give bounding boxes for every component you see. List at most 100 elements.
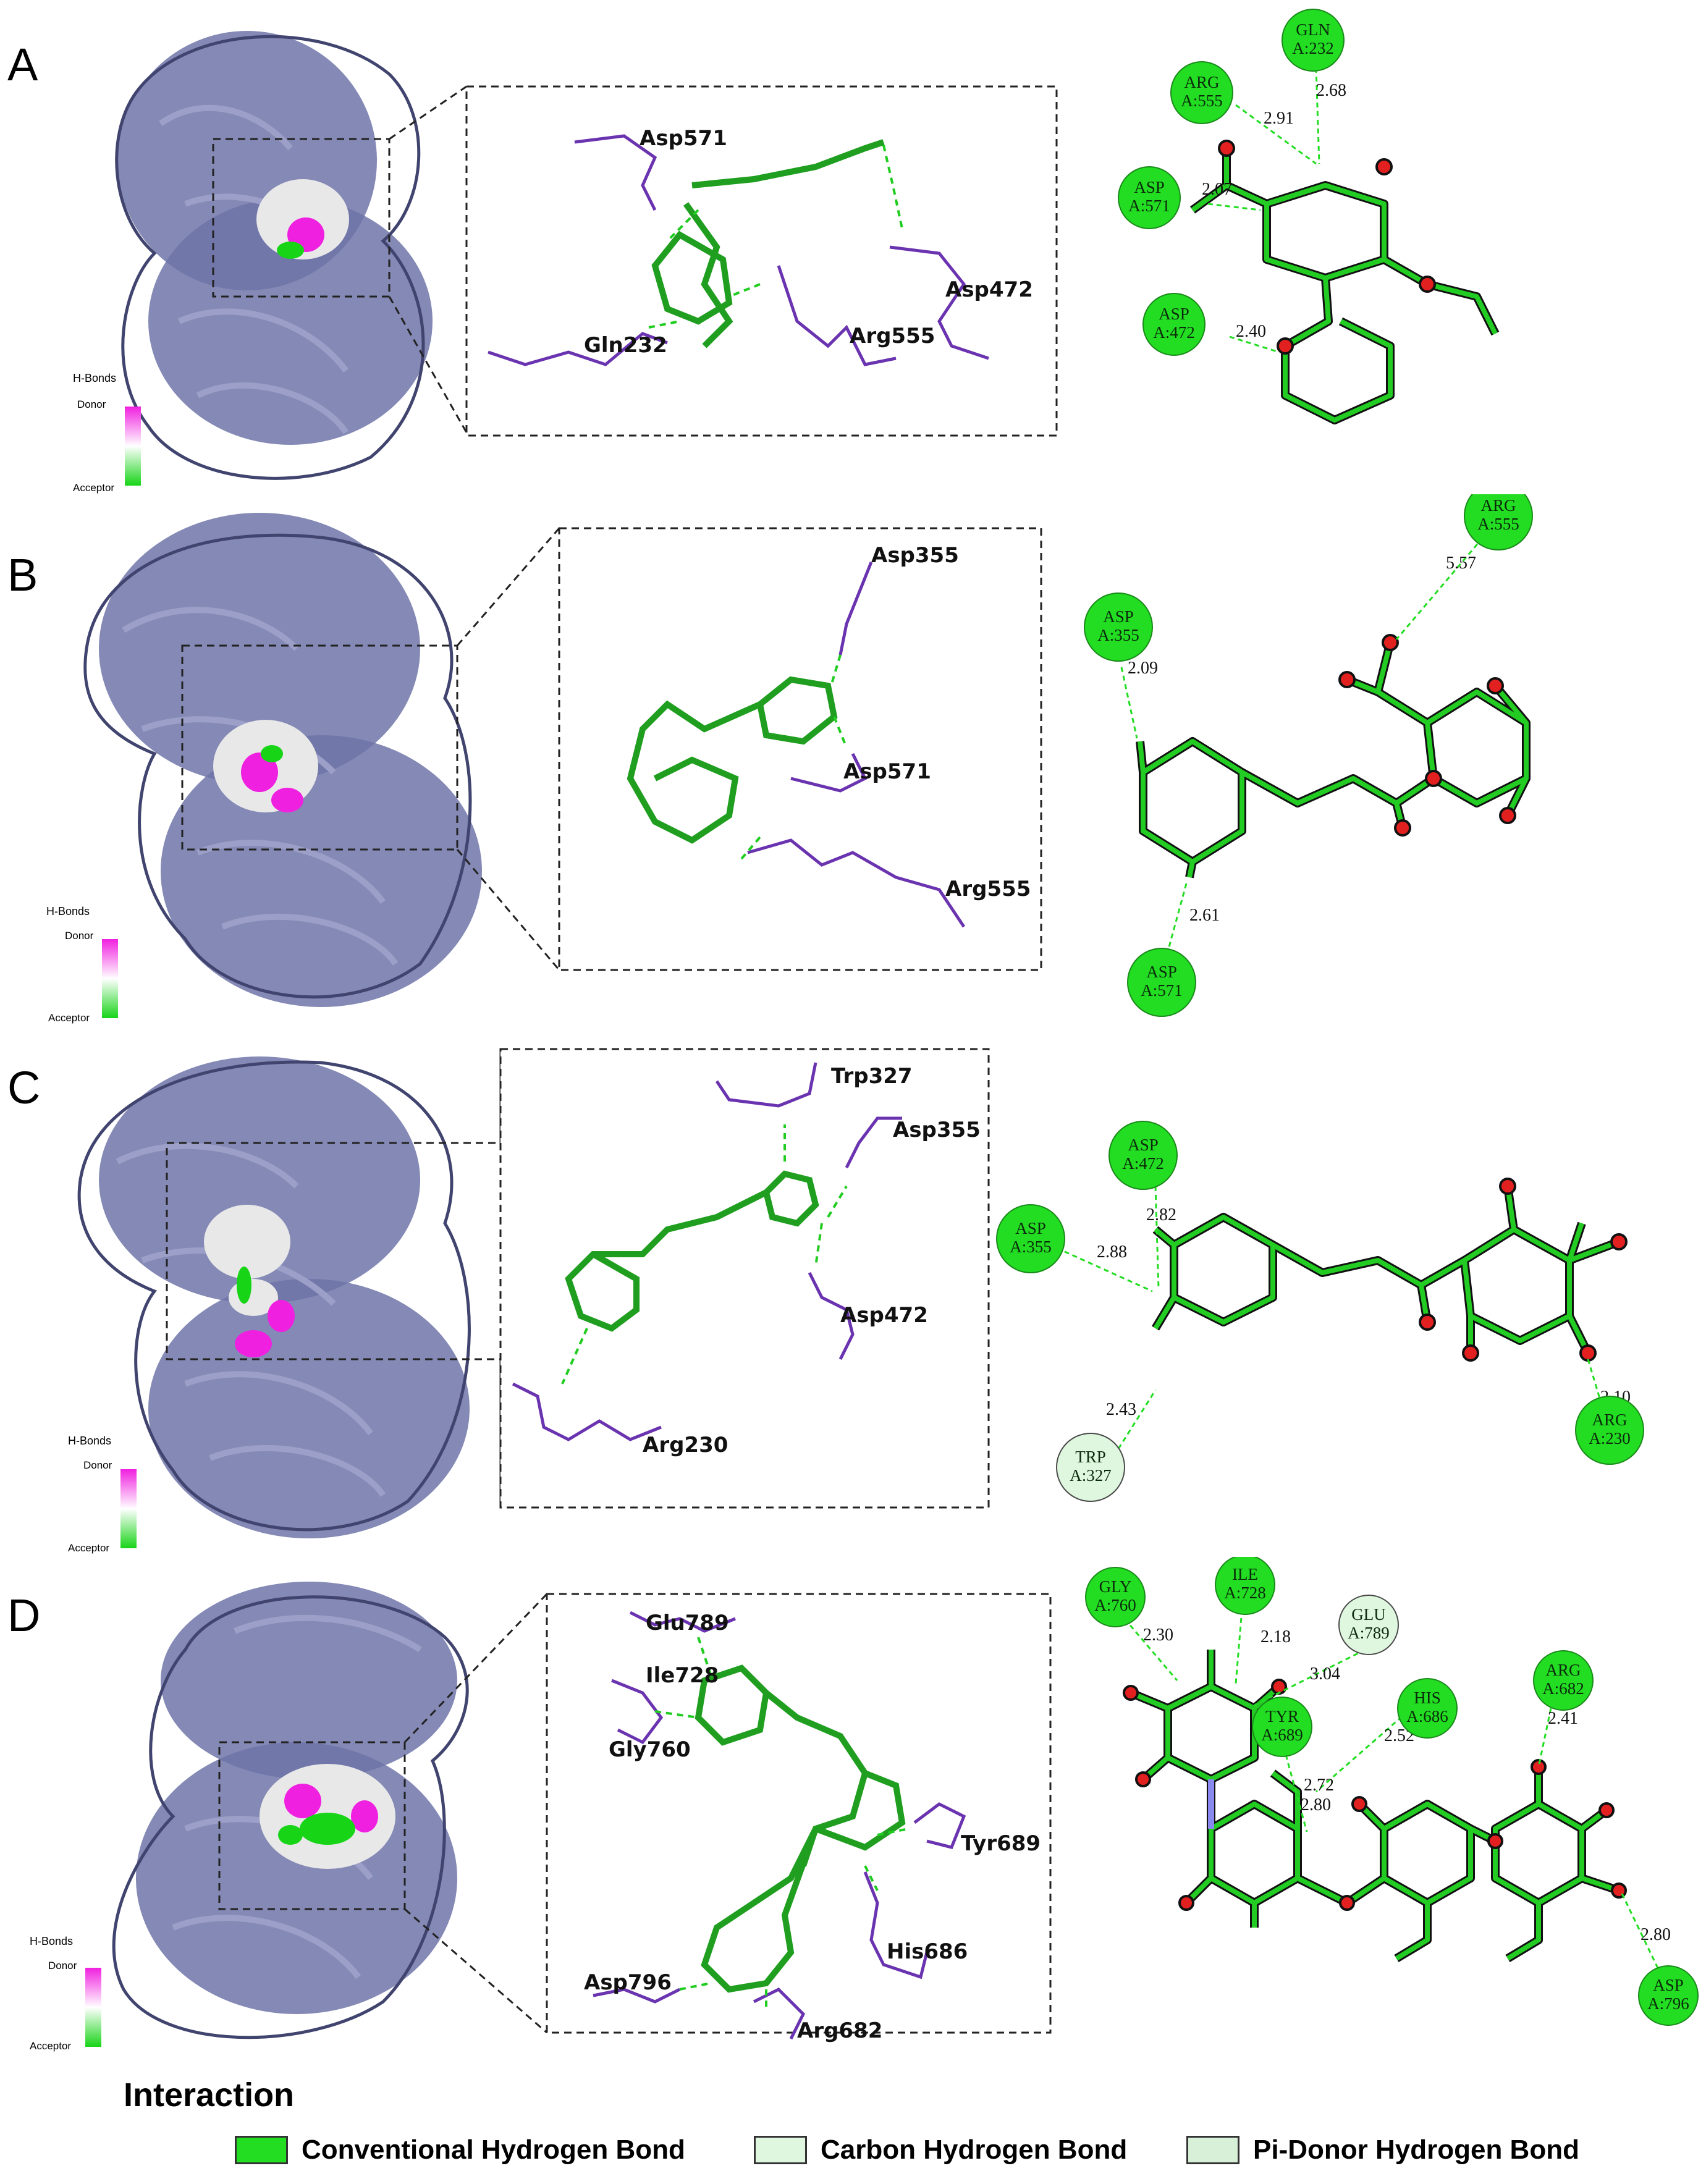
residue-node-d-2: GLU A:789 — [1338, 1595, 1399, 1655]
selection-box-a — [212, 138, 391, 298]
residue-label-d-5: Asp796 — [584, 1970, 672, 1995]
svg-text:ASP: ASP — [1159, 305, 1189, 323]
residue-label-d-6: Arg682 — [797, 2018, 882, 2043]
residue-node-b-2: ASP A:571 — [1127, 948, 1196, 1017]
residue-label-b-2: Arg555 — [945, 877, 1031, 901]
residue-label-d-4: His686 — [887, 1939, 968, 1964]
svg-text:A:555: A:555 — [1181, 91, 1223, 110]
svg-text:TRP: TRP — [1075, 1448, 1106, 1466]
svg-text:A:686: A:686 — [1406, 1707, 1448, 1726]
svg-text:GLN: GLN — [1296, 20, 1330, 39]
distance-b-0: 5.57 — [1446, 554, 1476, 573]
legend-item-conventional: Conventional Hydrogen Bond — [235, 2135, 685, 2165]
panel-letter-d: D — [7, 1590, 41, 1641]
distance-b-2: 2.61 — [1189, 906, 1220, 925]
svg-text:ASP: ASP — [1103, 607, 1134, 626]
legend-item-carbon: Carbon Hydrogen Bond — [754, 2135, 1127, 2165]
residue-label-a-1: Asp472 — [945, 277, 1033, 302]
panel-letter-a: A — [7, 39, 38, 90]
svg-text:ARG: ARG — [1592, 1410, 1627, 1429]
residue-label-a-0: Asp571 — [640, 126, 727, 151]
svg-text:A:796: A:796 — [1647, 1994, 1689, 2013]
residue-node-d-3: HIS A:686 — [1397, 1678, 1458, 1739]
distance-d-2: 3.04 — [1310, 1664, 1340, 1684]
distance-c-2: 2.43 — [1106, 1400, 1136, 1419]
distance-a-3: 2.40 — [1236, 322, 1266, 341]
residue-node-d-6: ASP A:796 — [1638, 1965, 1699, 2026]
residue-label-b-1: Asp571 — [843, 759, 931, 784]
binding-site-sticks-a — [488, 134, 989, 366]
svg-text:A:571: A:571 — [1128, 196, 1170, 215]
svg-text:ASP: ASP — [1015, 1219, 1046, 1237]
residue-node-c-3: ARG A:230 — [1575, 1396, 1644, 1465]
panel-letter-b: B — [7, 549, 38, 601]
svg-text:ARG: ARG — [1545, 1661, 1581, 1679]
residue-node-b-1: ASP A:355 — [1084, 592, 1153, 662]
residue-node-c-1: ASP A:355 — [996, 1204, 1065, 1273]
interaction-legend: Interaction Conventional Hydrogen Bond C… — [124, 2076, 1693, 2175]
svg-text:GLU: GLU — [1351, 1605, 1386, 1624]
svg-text:ARG: ARG — [1480, 496, 1516, 515]
panel-b-graphics: Asp355 Asp571 Arg555 — [83, 494, 1533, 1017]
svg-text:ARG: ARG — [1184, 73, 1219, 91]
residue-label-a-2: Gln232 — [584, 333, 667, 358]
svg-text:TYR: TYR — [1265, 1707, 1299, 1726]
svg-text:A:789: A:789 — [1348, 1624, 1390, 1642]
svg-text:A:327: A:327 — [1070, 1466, 1112, 1485]
zoom-box-d — [546, 1593, 1052, 2034]
distance-d-6: 2.41 — [1548, 1709, 1578, 1728]
svg-text:ASP: ASP — [1146, 963, 1177, 981]
residue-label-d-0: Glu789 — [646, 1611, 729, 1635]
interaction-diagram-b: 5.57 2.09 2.61 ARG A:555 ASP A:355 ASP A… — [1084, 494, 1533, 1017]
residue-node-a-3: ASP A:472 — [1142, 293, 1206, 356]
distance-d-1: 2.18 — [1260, 1627, 1291, 1646]
protein-structure-c — [77, 1056, 471, 1538]
distance-c-0: 2.88 — [1097, 1242, 1127, 1262]
residue-label-c-1: Asp355 — [893, 1118, 981, 1142]
panel-letter-c: C — [7, 1062, 41, 1113]
residue-node-c-2: TRP A:327 — [1056, 1433, 1125, 1502]
residue-node-d-4: TYR A:689 — [1252, 1697, 1312, 1757]
zoom-box-b — [558, 527, 1042, 971]
distance-d-4: 2.72 — [1304, 1776, 1334, 1795]
protein-structure-d — [112, 1582, 469, 2039]
residue-node-c-0: ASP A:472 — [1108, 1121, 1178, 1190]
selection-box-d — [218, 1741, 406, 1910]
binding-site-sticks-d — [593, 1611, 966, 2040]
distance-c-1: 2.82 — [1146, 1205, 1176, 1225]
residue-node-a-0: ARG A:555 — [1170, 61, 1233, 124]
svg-text:A:355: A:355 — [1010, 1237, 1052, 1256]
panel-c-graphics: Trp327 Asp355 Asp472 Arg230 — [77, 1048, 1644, 1538]
svg-text:A:232: A:232 — [1292, 39, 1334, 57]
panel-a-graphics: Asp571 Asp472 Gln232 Arg555 — [115, 9, 1500, 480]
binding-site-sticks-b — [627, 562, 966, 928]
svg-text:A:689: A:689 — [1261, 1726, 1303, 1744]
residue-node-a-2: ASP A:571 — [1118, 166, 1181, 229]
svg-text:ASP: ASP — [1653, 1976, 1684, 1994]
svg-text:HIS: HIS — [1414, 1689, 1441, 1707]
interaction-diagram-d: 2.30 2.18 3.04 2.52 2.72 2.80 2.41 2.80 … — [1085, 1557, 1699, 2026]
residue-label-d-1: Ile728 — [646, 1663, 719, 1688]
residue-label-c-3: Arg230 — [643, 1433, 728, 1457]
svg-text:ASP: ASP — [1128, 1136, 1159, 1154]
legend-swatch-pi-donor — [1186, 2136, 1239, 2164]
residue-label-d-2: Gly760 — [609, 1737, 691, 1762]
protein-structure-b — [83, 513, 482, 1007]
binding-site-sticks-c — [512, 1062, 902, 1441]
protein-structure-a — [115, 31, 433, 480]
panel-d-graphics: Glu789 Ile728 Gly760 Tyr689 His686 Asp79… — [112, 1557, 1699, 2043]
residue-node-b-0: ARG A:555 — [1464, 494, 1533, 550]
selection-box-c — [166, 1142, 502, 1360]
distance-a-0: 2.91 — [1264, 109, 1294, 128]
svg-text:GLY: GLY — [1099, 1577, 1132, 1596]
legend-item-pi-donor: Pi-Donor Hydrogen Bond — [1186, 2135, 1579, 2165]
svg-text:A:571: A:571 — [1141, 981, 1183, 1000]
svg-text:A:472: A:472 — [1122, 1154, 1164, 1173]
svg-text:ILE: ILE — [1232, 1565, 1258, 1583]
distance-d-7: 2.80 — [1641, 1925, 1671, 1944]
svg-text:A:230: A:230 — [1589, 1429, 1631, 1448]
residue-label-d-3: Tyr689 — [961, 1831, 1041, 1856]
svg-text:ASP: ASP — [1134, 178, 1165, 196]
interaction-diagram-c: 2.88 2.82 2.43 2.10 ASP A:472 ASP A:355 … — [996, 1121, 1644, 1502]
legend-swatch-carbon — [754, 2136, 807, 2164]
